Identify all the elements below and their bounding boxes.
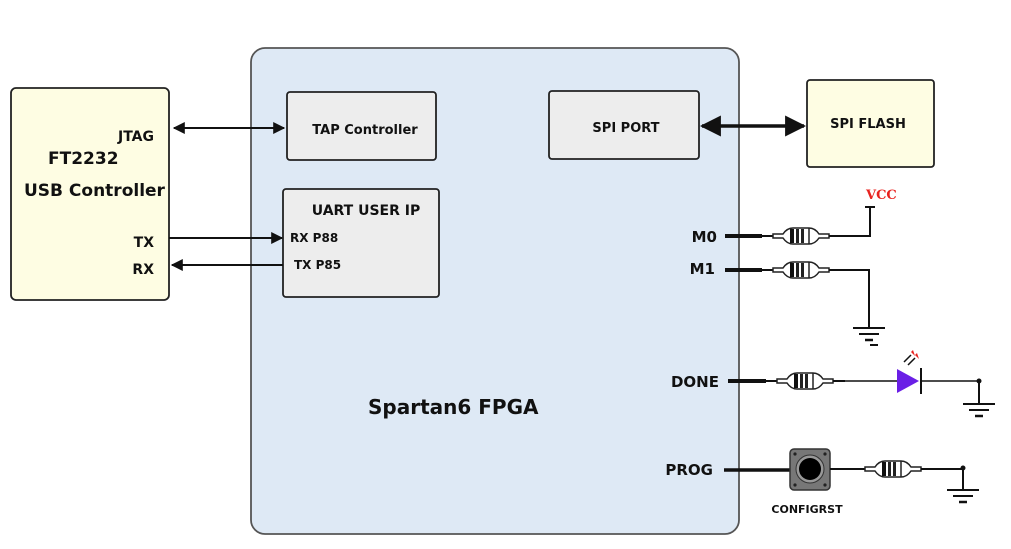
- uart-title: UART USER IP: [312, 203, 421, 219]
- uart-rx-pin: RX P88: [290, 231, 338, 245]
- prog-ground-icon: [945, 488, 981, 504]
- done-circuit: [728, 344, 997, 418]
- jtag-label: JTAG: [117, 129, 154, 145]
- spi-port-label: SPI PORT: [592, 121, 659, 136]
- configrst-button-icon: [789, 448, 831, 491]
- m1-resistor-icon: [760, 261, 842, 279]
- m0-pin-label: M0: [692, 228, 717, 246]
- usb-controller-block: FT2232 USB Controller JTAG TX RX: [10, 87, 170, 301]
- uart-block: UART USER IP RX P88 TX P85: [282, 188, 440, 298]
- fpga-block: Spartan6 FPGA: [250, 47, 740, 535]
- usb-controller-subtitle: USB Controller: [24, 181, 166, 201]
- done-ground-icon: [961, 402, 997, 418]
- usb-tx-label: TX: [134, 235, 155, 251]
- usb-controller-title: FT2232: [48, 149, 119, 169]
- led-icon: [897, 369, 919, 393]
- tap-controller-block: TAP Controller: [286, 91, 437, 161]
- m0-resistor-icon: [760, 227, 842, 245]
- tap-controller-label: TAP Controller: [312, 123, 418, 138]
- m1-ground-icon: [851, 326, 887, 342]
- vcc-label: VCC: [865, 188, 897, 203]
- configrst-label: CONFIGRST: [771, 503, 843, 516]
- spi-port-block: SPI PORT: [548, 90, 700, 160]
- prog-pin-label: PROG: [665, 461, 713, 479]
- uart-tx-pin: TX P85: [294, 258, 341, 272]
- m1-pin-label: M1: [690, 260, 715, 278]
- usb-rx-label: RX: [132, 262, 154, 278]
- prog-circuit: CONFIGRST: [724, 448, 981, 516]
- m0-circuit: VCC: [725, 188, 897, 245]
- spi-flash-label: SPI FLASH: [830, 117, 906, 132]
- fpga-title: Spartan6 FPGA: [368, 395, 539, 419]
- done-pin-label: DONE: [671, 373, 719, 391]
- prog-resistor-icon: [852, 460, 934, 478]
- spi-flash-block: SPI FLASH: [806, 79, 935, 168]
- done-resistor-icon: [764, 372, 846, 390]
- m1-circuit: [725, 261, 887, 342]
